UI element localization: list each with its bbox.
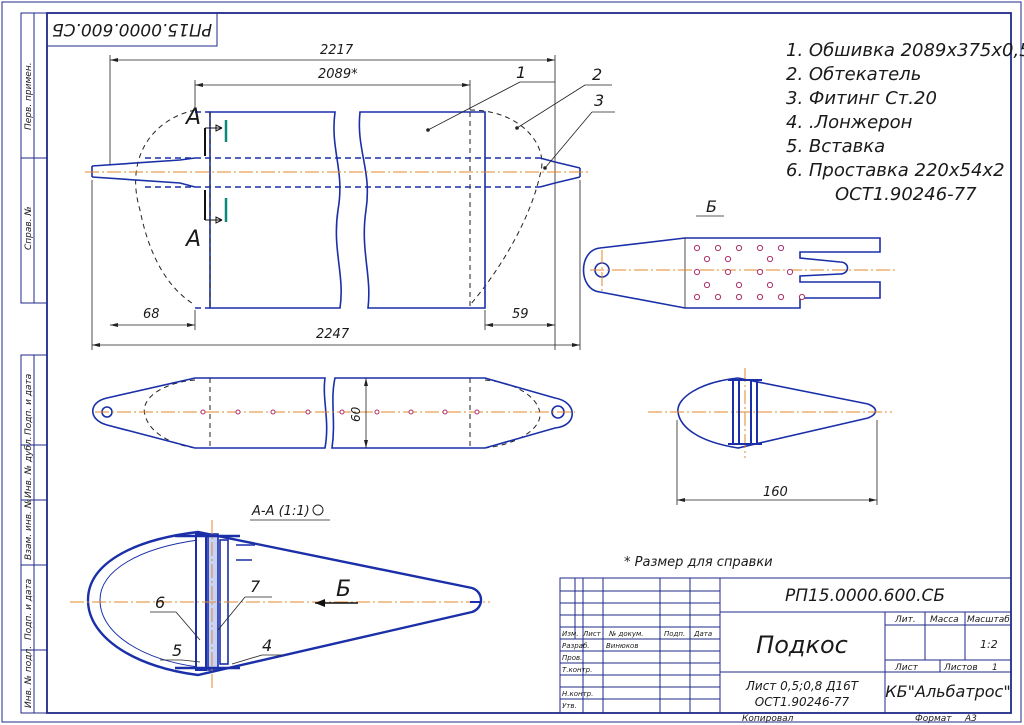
col-izm: Изм. bbox=[562, 630, 578, 638]
section-mark-a-bottom: А bbox=[184, 227, 201, 252]
format-value: А3 bbox=[964, 714, 977, 724]
part-1: 1. Обшивка 2089х375х0,5 bbox=[786, 40, 1024, 61]
part-4: 4. .Лонжерон bbox=[786, 112, 913, 133]
parts-list: 1. Обшивка 2089х375х0,5 2. Обтекатель 3.… bbox=[786, 40, 1024, 205]
role-prov: Пров. bbox=[562, 654, 582, 662]
main-view: 2217 2089* А А bbox=[85, 43, 615, 350]
lit-label: Лит. bbox=[894, 615, 916, 625]
dim-59: 59 bbox=[512, 307, 529, 322]
part-5: 5. Вставка bbox=[786, 136, 885, 157]
scale-value: 1:2 bbox=[980, 638, 998, 651]
section-aa: А-А (1:1) Б 7 6 5 4 bbox=[70, 504, 490, 690]
sheets-value: 1 bbox=[992, 663, 998, 673]
side-column: Перв. примен. Справ. № Подп. и дата Инв.… bbox=[20, 12, 48, 714]
part-2: 2. Обтекатель bbox=[786, 64, 921, 85]
col-data: Дата bbox=[693, 630, 712, 638]
side-label-podp1: Подп. и дата bbox=[24, 374, 34, 435]
section-title: А-А (1:1) bbox=[251, 504, 310, 519]
callout-2: 2 bbox=[592, 65, 602, 84]
role-nkontr: Н.контр. bbox=[562, 690, 593, 698]
dim-68: 68 bbox=[143, 307, 160, 322]
role-utv: Утв. bbox=[562, 702, 577, 710]
person-razrab: Винюков bbox=[606, 642, 638, 650]
side-rivets bbox=[200, 409, 480, 415]
end-view: 160 bbox=[648, 368, 892, 505]
material-1: Лист 0,5;0,8 Д16Т bbox=[745, 679, 860, 693]
side-label-podp2: Подп. и дата bbox=[24, 579, 34, 640]
dim-60: 60 bbox=[349, 406, 363, 422]
title-code: РП15.0000.600.СБ bbox=[785, 586, 945, 606]
material-2: ОСТ1.90246-77 bbox=[755, 695, 850, 709]
view-b-label: Б bbox=[706, 197, 717, 216]
dim-2217: 2217 bbox=[320, 43, 354, 58]
dim-2089: 2089* bbox=[318, 67, 358, 82]
side-label-inv-dubl: Инв. № дубл. bbox=[24, 436, 34, 498]
mass-label: Масса bbox=[930, 615, 959, 625]
dim-160: 160 bbox=[763, 485, 788, 500]
sheets-label: Листов bbox=[943, 663, 978, 673]
side-view: 60 bbox=[91, 377, 575, 449]
col-dokum: № докум. bbox=[608, 630, 644, 638]
dim-2247: 2247 bbox=[316, 327, 350, 342]
section-mark-a-top: А bbox=[184, 105, 201, 130]
doc-code-rotated: РП15.0000.600.СБ bbox=[52, 19, 212, 39]
role-tkontr: Т.контр. bbox=[562, 666, 592, 674]
view-b: Б bbox=[582, 197, 895, 309]
rivet-holes bbox=[693, 244, 806, 301]
doc-code-box: РП15.0000.600.СБ bbox=[46, 12, 218, 47]
col-list: Лист bbox=[582, 630, 602, 638]
organization: КБ"Альбатрос" bbox=[885, 682, 1010, 701]
callout-5: 5 bbox=[172, 641, 182, 660]
scale-label: Масштаб bbox=[967, 615, 1010, 625]
role-razrab: Разраб. bbox=[562, 642, 590, 650]
title-name: Подкос bbox=[756, 631, 848, 659]
reference-note: * Размер для справки bbox=[624, 555, 773, 570]
callout-7: 7 bbox=[250, 577, 261, 596]
arrow-b-label: Б bbox=[336, 577, 351, 602]
col-podp: Подп. bbox=[664, 630, 685, 638]
part-6: 6. Проставка 220х54х2 bbox=[786, 160, 1005, 181]
callout-3: 3 bbox=[594, 91, 604, 110]
copied-label: Копировал bbox=[742, 714, 794, 724]
part-6-standard: ОСТ1.90246-77 bbox=[835, 184, 977, 205]
part-3: 3. Фитинг Ст.20 bbox=[786, 88, 937, 109]
callout-6: 6 bbox=[155, 593, 165, 612]
callout-4: 4 bbox=[262, 636, 272, 655]
callout-1: 1 bbox=[516, 63, 526, 82]
side-label-perv: Перв. примен. bbox=[24, 62, 34, 130]
sheet-label: Лист bbox=[894, 663, 919, 673]
side-label-inv-podl: Инв. № подл. bbox=[24, 646, 34, 708]
title-block: Изм. Лист № докум. Подп. Дата Разраб. Ви… bbox=[559, 577, 1012, 724]
format-label: Формат bbox=[915, 714, 952, 724]
side-label-vzam: Взам. инв. № bbox=[24, 499, 34, 560]
side-label-sprav: Справ. № bbox=[24, 206, 34, 250]
